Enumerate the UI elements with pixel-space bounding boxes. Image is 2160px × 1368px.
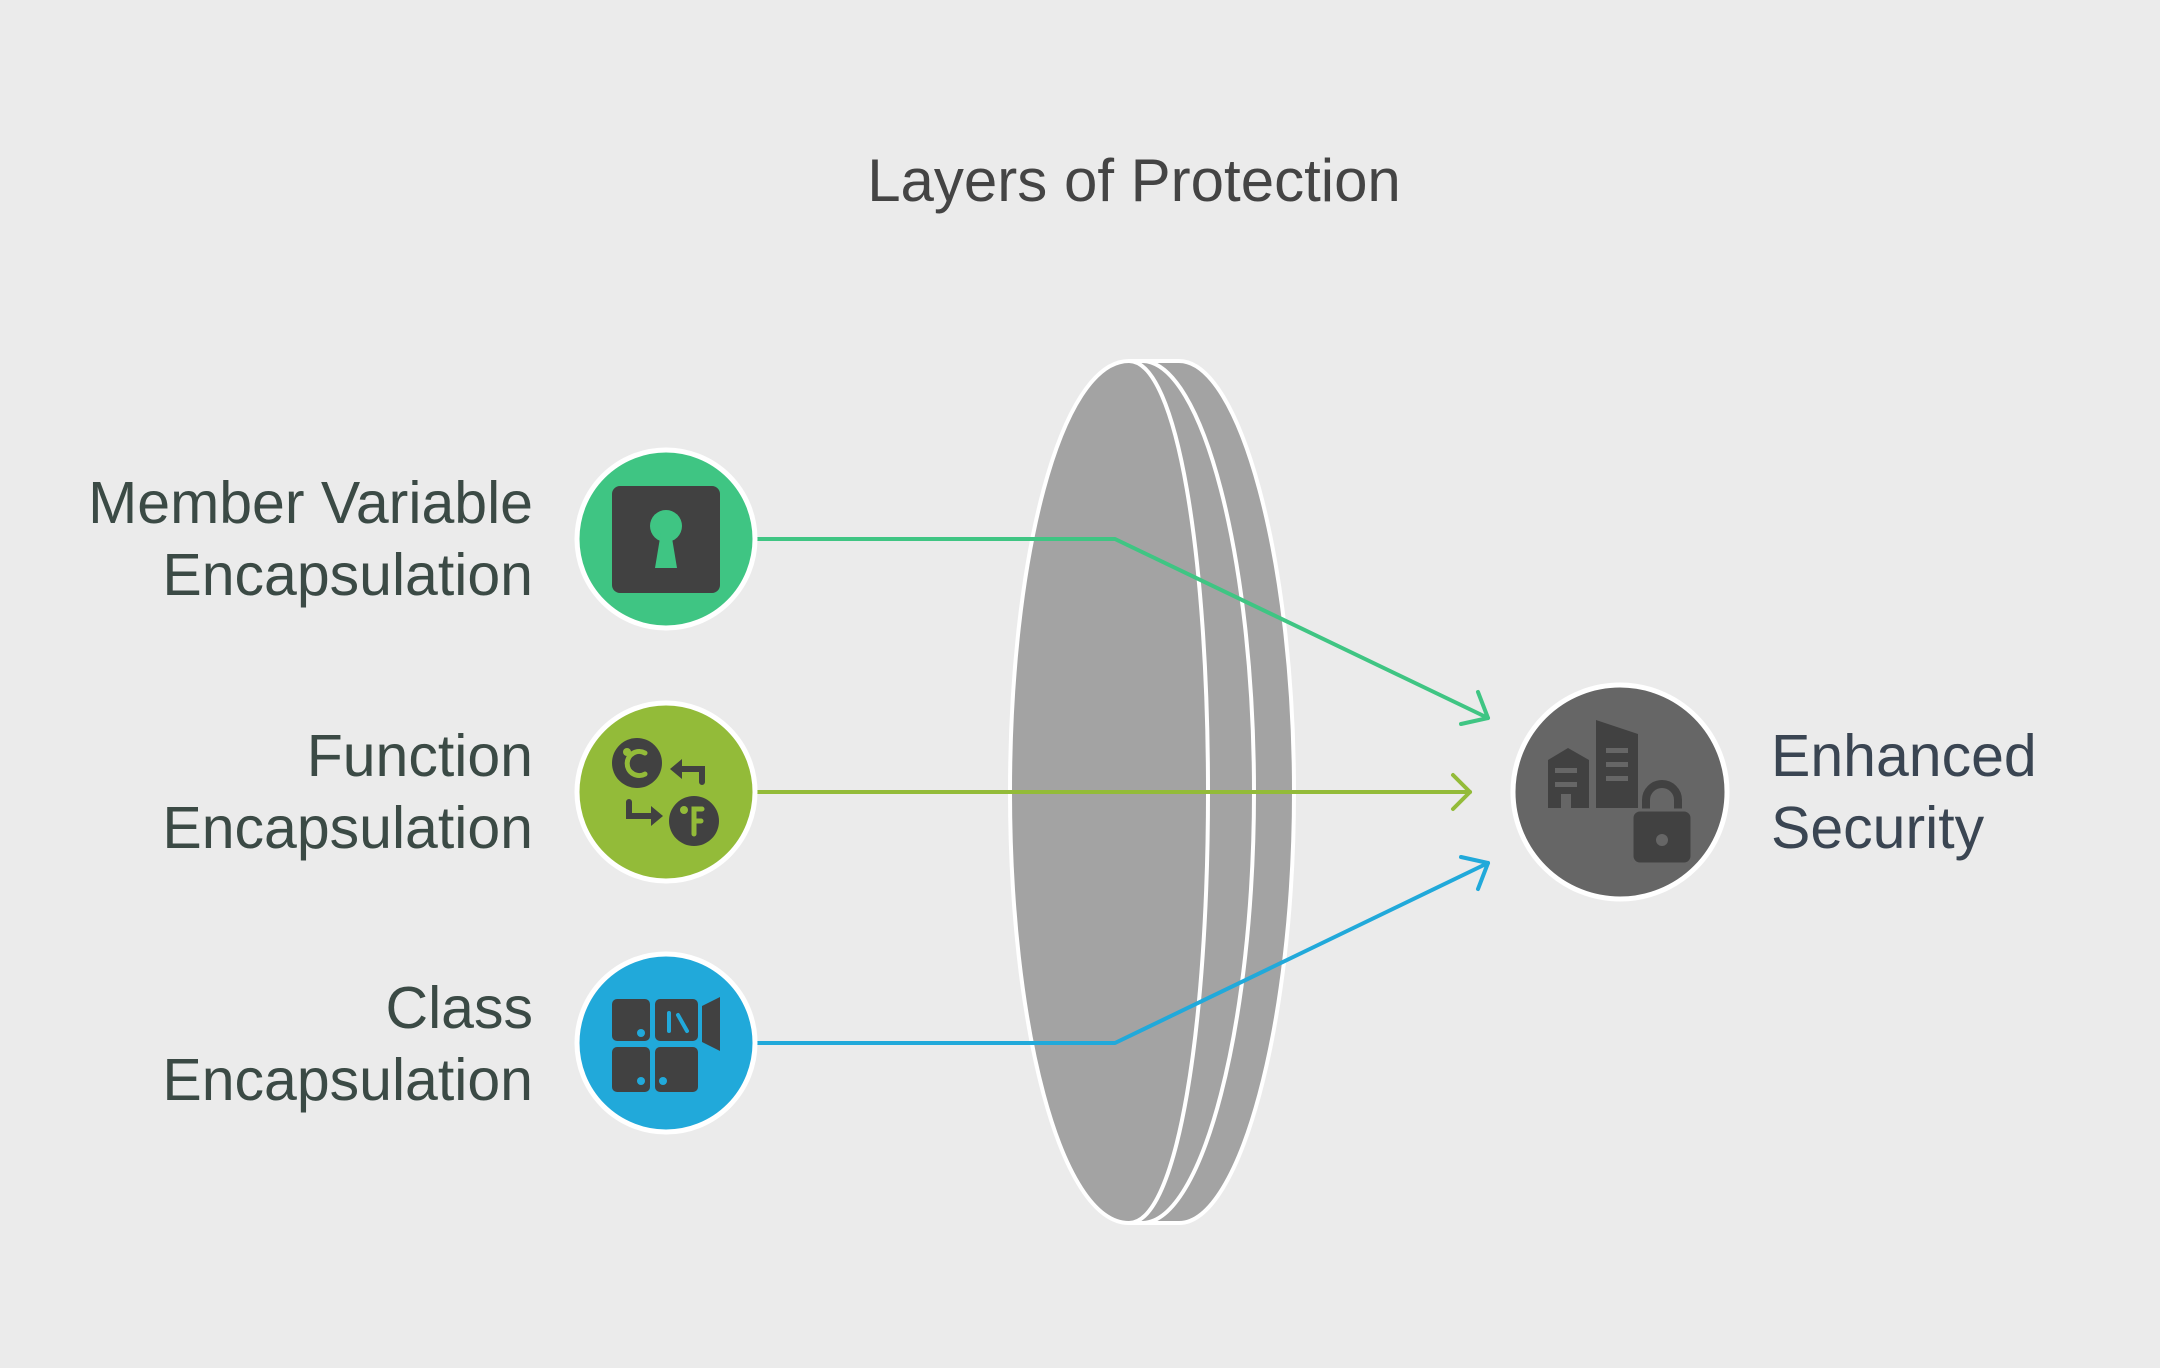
class-label-line2: Encapsulation [162, 1047, 533, 1113]
member-variable-label: Member Variable Encapsulation [0, 467, 533, 611]
member-variable-label-line1: Member Variable [88, 470, 533, 536]
arrow-function [753, 773, 1472, 811]
class-node [574, 951, 758, 1135]
enhanced-security-label-line2: Security [1771, 795, 1985, 861]
diagram-title: Layers of Protection [867, 147, 1401, 214]
class-label: Class Encapsulation [0, 972, 533, 1116]
function-label-line2: Encapsulation [162, 795, 533, 861]
class-label-line1: Class [385, 975, 533, 1041]
function-label: Function Encapsulation [0, 720, 533, 864]
function-node [574, 700, 758, 884]
keyhole-icon [612, 486, 720, 593]
member-variable-node [574, 447, 758, 631]
function-label-line1: Function [306, 723, 533, 789]
arrow-class [753, 855, 1490, 1045]
function-flow-icon [612, 738, 719, 846]
enhanced-security-label: Enhanced Security [1771, 720, 2151, 864]
enhanced-security-label-line1: Enhanced [1771, 723, 2037, 789]
member-variable-label-line2: Encapsulation [162, 542, 533, 608]
class-blocks-icon [612, 997, 720, 1092]
arrow-member-variable [753, 537, 1490, 726]
enhanced-security-node [1510, 682, 1730, 902]
secure-buildings-icon [1548, 720, 1694, 866]
